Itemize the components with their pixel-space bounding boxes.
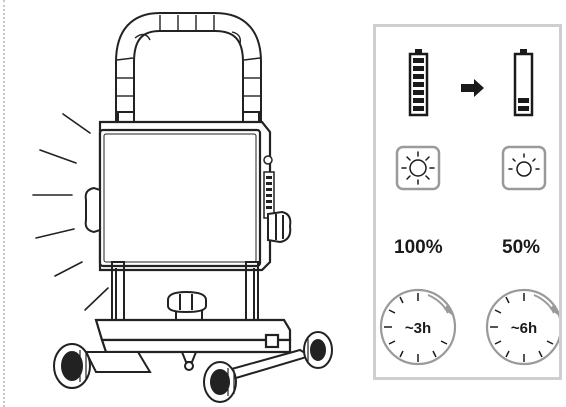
battery-low-icon (513, 49, 534, 117)
sun-half-brightness-icon (501, 145, 547, 191)
light-rays-icon (32, 113, 109, 311)
work-light-illustration (32, 12, 333, 403)
timer-full-icon: ~3h (379, 288, 457, 366)
brightness-full-percent: 100% (394, 237, 443, 258)
runtime-info-panel: ~3h ~6h 100% 50% (373, 24, 562, 380)
timer-full-label: ~3h (405, 320, 431, 337)
side-knob-icon (84, 186, 292, 244)
feet-icon (53, 331, 333, 403)
battery-full-icon (408, 49, 429, 117)
right-arrow-icon (461, 79, 484, 97)
sun-full-brightness-icon (395, 145, 441, 191)
dotted-border (3, 0, 5, 407)
timer-half-icon: ~6h (485, 288, 559, 366)
light-housing-icon (98, 120, 275, 272)
brightness-half-percent: 50% (502, 237, 541, 258)
base-bar-icon (94, 318, 292, 354)
timer-half-label: ~6h (511, 320, 537, 337)
handle-icon (115, 12, 262, 135)
runtime-info-graphics: ~3h ~6h (379, 49, 559, 366)
